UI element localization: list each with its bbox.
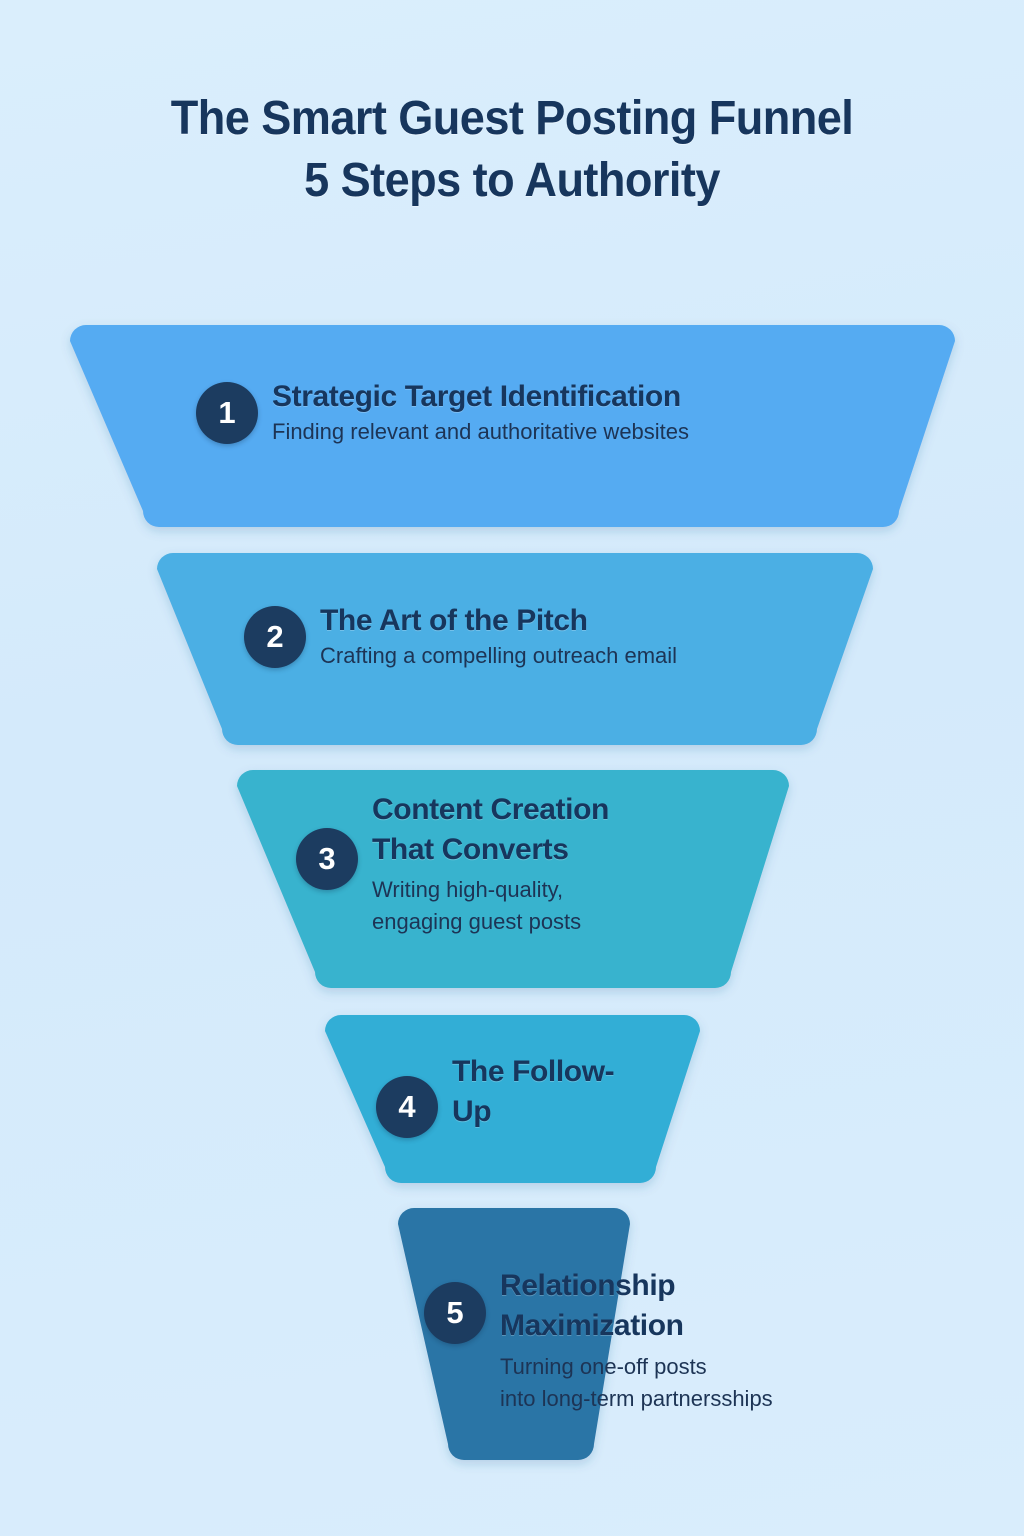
- step-number-badge-4: 4: [376, 1076, 438, 1138]
- step-subtitle-5: Turning one-off posts into long-term par…: [500, 1354, 773, 1411]
- step-title-5: Relationship Maximization: [500, 1269, 684, 1342]
- funnel-step-1: 1 Strategic Target Identification Findin…: [196, 378, 689, 448]
- funnel-step-2: 2 The Art of the Pitch Crafting a compel…: [244, 602, 677, 672]
- funnel-step-4: 4 The Follow- Up: [376, 1052, 615, 1138]
- step-text-group-4: The Follow- Up: [452, 1052, 615, 1132]
- step-subtitle-3: Writing high-quality, engaging guest pos…: [372, 877, 582, 934]
- step-title-3: Content Creation That Converts: [372, 793, 609, 866]
- step-subtitle-2: Crafting a compelling outreach email: [320, 643, 678, 668]
- step-text-group-1: Strategic Target Identification Finding …: [272, 378, 689, 448]
- step-title-2: The Art of the Pitch: [320, 604, 588, 637]
- step-subtitle-1: Finding relevant and authoritative websi…: [272, 419, 690, 444]
- step-title-1: Strategic Target Identification: [272, 380, 681, 413]
- step-number-badge-5: 5: [424, 1282, 486, 1344]
- step-number-badge-3: 3: [296, 828, 358, 890]
- funnel-step-5: 5 Relationship Maximization Turning one-…: [424, 1266, 773, 1415]
- funnel-step-3: 3 Content Creation That Converts Writing…: [296, 790, 609, 938]
- step-number-badge-2: 2: [244, 606, 306, 668]
- title-line-2: 5 Steps to Authority: [304, 154, 720, 207]
- step-text-group-3: Content Creation That Converts Writing h…: [372, 790, 609, 938]
- step-text-group-5: Relationship Maximization Turning one-of…: [500, 1266, 773, 1415]
- step-text-group-2: The Art of the Pitch Crafting a compelli…: [320, 602, 677, 672]
- step-number-badge-1: 1: [196, 382, 258, 444]
- page-title: The Smart Guest Posting Funnel 5 Steps t…: [0, 88, 1024, 212]
- step-title-4: The Follow- Up: [452, 1055, 615, 1128]
- title-line-1: The Smart Guest Posting Funnel: [170, 92, 854, 145]
